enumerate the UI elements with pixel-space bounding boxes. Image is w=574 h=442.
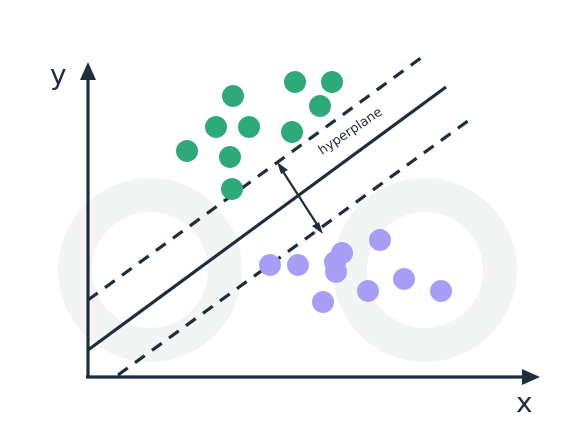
margin-width-arrow	[277, 162, 323, 234]
y-axis-label: y	[50, 58, 67, 91]
class-a-point	[309, 95, 331, 117]
class-b-point	[312, 291, 334, 313]
class-b-point	[393, 268, 415, 290]
class-a-point	[205, 116, 227, 138]
upper-margin-line	[87, 53, 426, 302]
y-axis-arrowhead	[80, 62, 96, 80]
class-b-point	[430, 280, 452, 302]
class-a-points	[176, 71, 343, 200]
class-b-points	[259, 229, 452, 313]
class-a-point	[219, 146, 241, 168]
axes	[86, 72, 532, 379]
class-b-point	[287, 254, 309, 276]
class-a-point	[284, 71, 306, 93]
class-b-point	[369, 229, 391, 251]
x-axis-arrowhead	[522, 369, 540, 385]
class-b-point	[357, 280, 379, 302]
lower-margin-line	[117, 116, 473, 377]
background-watermark	[58, 178, 517, 362]
class-a-point	[222, 85, 244, 107]
class-a-point	[176, 140, 198, 162]
class-a-point	[221, 178, 243, 200]
class-a-point	[321, 71, 343, 93]
x-axis-label: x	[516, 386, 533, 419]
class-b-point	[259, 254, 281, 276]
class-b-point	[324, 251, 346, 273]
class-a-point	[238, 116, 260, 138]
class-a-point	[281, 121, 303, 143]
hyperplane-line	[87, 85, 447, 352]
